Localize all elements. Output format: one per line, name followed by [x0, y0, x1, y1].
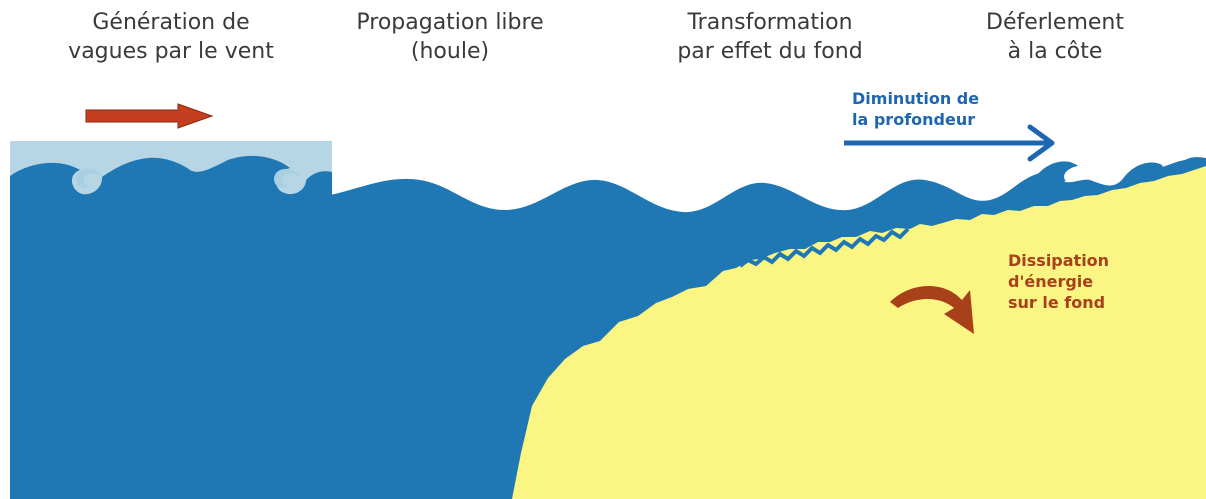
stage-heading-line: Propagation libre: [356, 10, 544, 35]
wave-curl: [274, 168, 300, 188]
seabed: [512, 166, 1206, 499]
stage-heading-line: Génération de: [92, 10, 250, 35]
wave-curl: [76, 168, 102, 188]
stage-heading-line: Déferlement: [986, 10, 1124, 35]
wind-generated-waves: [10, 155, 332, 229]
stage-heading-transformation: Transformation par effet du fond: [660, 8, 880, 66]
stage-heading-line: vagues par le vent: [68, 39, 274, 64]
breaking-wave-crest: [1037, 161, 1078, 182]
dissipation-arrow: [890, 285, 974, 334]
seabed-ripple-edge: [738, 227, 910, 268]
depth-label-line: Diminution de: [852, 89, 980, 108]
stage-heading-line: à la côte: [1007, 39, 1103, 64]
stage-heading-propagation: Propagation libre (houle): [350, 8, 550, 66]
breaking-wave-crest: [1125, 162, 1163, 183]
dissipation-label-line: sur le fond: [1008, 293, 1106, 312]
depth-decrease-label: Diminution de la profondeur: [852, 88, 979, 130]
dissipation-label-line: d'énergie: [1008, 272, 1094, 291]
stage-heading-generation: Génération de vagues par le vent: [46, 8, 296, 66]
depth-label-line: la profondeur: [852, 110, 976, 129]
depth-arrow-head: [1027, 124, 1055, 162]
stage-heading-line: (houle): [410, 39, 490, 64]
energy-dissipation-label: Dissipation d'énergie sur le fond: [1008, 250, 1109, 313]
wind-arrow: [85, 103, 214, 129]
stage-heading-line: Transformation: [687, 10, 853, 35]
dissipation-label-line: Dissipation: [1008, 251, 1110, 270]
stage-heading-line: par effet du fond: [677, 39, 863, 64]
stage-heading-breaking: Déferlement à la côte: [970, 8, 1140, 66]
